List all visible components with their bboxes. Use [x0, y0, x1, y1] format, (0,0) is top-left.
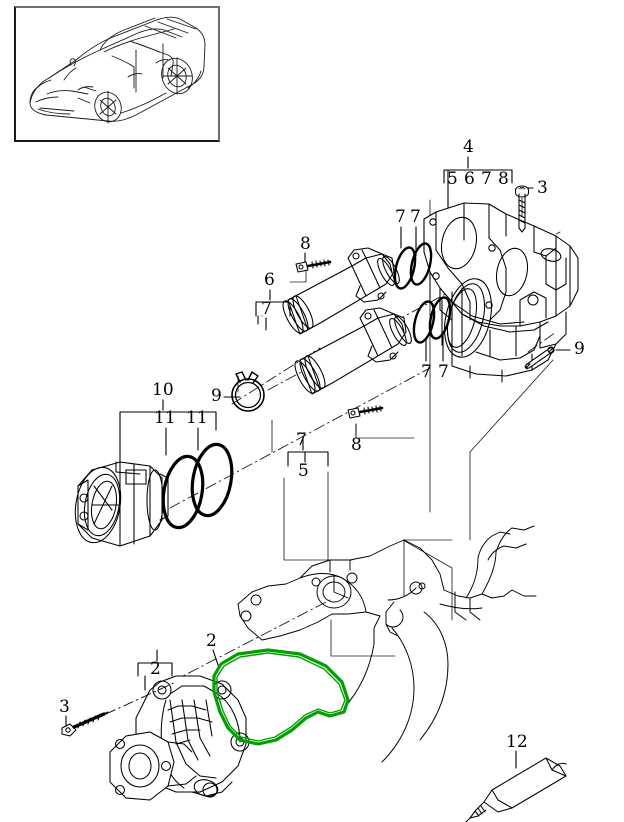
vehicle-inset-frame	[14, 6, 220, 142]
callout-4: 4	[463, 137, 474, 157]
part-bolt-8-upper	[295, 259, 332, 273]
callout-3-bottom: 3	[59, 697, 70, 717]
callout-8-b: 8	[351, 435, 362, 455]
part-coolant-pipe-5	[294, 307, 412, 395]
callout-8-group: 8	[498, 169, 509, 189]
callout-3-top: 3	[537, 178, 548, 198]
callout-5-group: 5	[447, 169, 458, 189]
part-water-pump-gasket-highlighted	[212, 648, 350, 746]
callout-7-b: 7	[410, 207, 421, 227]
callout-9-right: 9	[574, 339, 585, 359]
callout-7-e: 7	[438, 362, 449, 382]
projection-lines	[237, 197, 554, 657]
part-water-pump-housing	[109, 675, 250, 801]
callout-8-a: 8	[300, 234, 311, 254]
engine-block-contour	[237, 525, 537, 763]
part-thermostat-connector-housing-10	[74, 461, 169, 547]
callout-7-a: 7	[395, 207, 406, 227]
callout-11-b: 11	[186, 408, 208, 428]
callout-11-a: 11	[154, 408, 176, 428]
callout-7-d: 7	[421, 362, 432, 382]
callout-7-group: 7	[481, 169, 492, 189]
part-bolt-3-top	[514, 185, 530, 233]
part-coolant-pipe-6	[282, 247, 400, 335]
callout-7-f: 7	[296, 430, 307, 450]
callout-9-left: 9	[211, 386, 222, 406]
part-sealant-tube-12	[465, 757, 567, 822]
part-oring-7-lower-pair	[412, 296, 452, 344]
callout-10: 10	[152, 380, 174, 400]
part-oring-7-upper-pair	[393, 242, 433, 290]
callout-5-a: 5	[298, 461, 309, 481]
callout-2-pump: 2	[150, 659, 161, 679]
callout-2-gasket: 2	[206, 631, 217, 651]
callout-12: 12	[506, 732, 528, 752]
part-hose-clamp-9-left	[231, 371, 265, 412]
callout-6-a: 6	[264, 270, 275, 290]
callout-6-group: 6	[464, 169, 475, 189]
callout-7-c: 7	[261, 299, 272, 319]
part-oring-11-pair	[161, 442, 234, 530]
vehicle-outline-icon	[29, 16, 206, 124]
part-pin-9-right	[524, 346, 555, 370]
part-bolt-8-lower	[347, 405, 384, 419]
bolt-3-bottom-axis	[105, 681, 177, 715]
part-bolt-3-bottom	[61, 711, 109, 737]
part-coolant-distributor-housing	[423, 202, 579, 383]
